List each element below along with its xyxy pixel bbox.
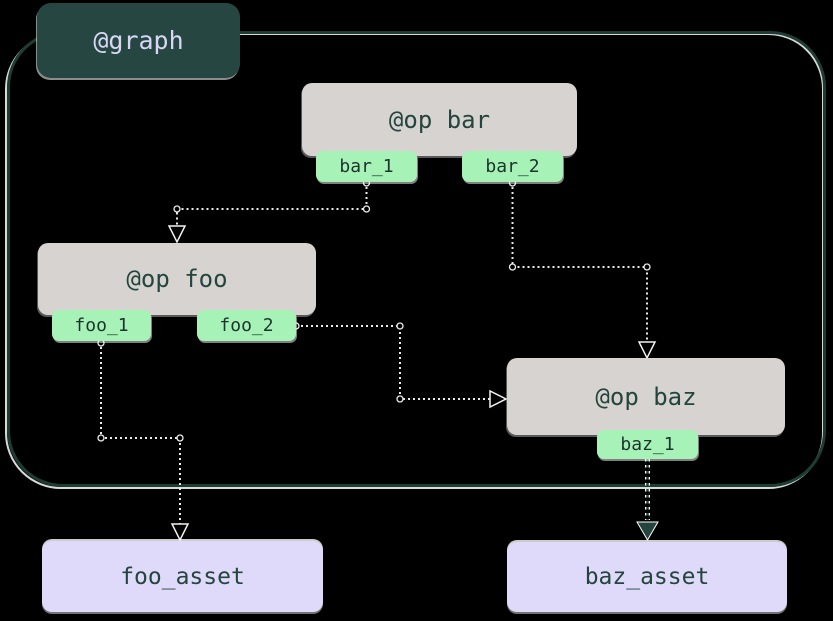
arrowhead-right-baz [489, 389, 508, 409]
arrowhead-down-baz [637, 341, 657, 360]
op-node-baz[interactable]: @op baz [507, 358, 785, 435]
output-tab-bar-1[interactable]: bar_1 [316, 151, 417, 182]
op-node-title: @op baz [595, 382, 697, 411]
edge-joint [362, 205, 371, 213]
output-tab-foo-2[interactable]: foo_2 [197, 310, 296, 341]
arrowhead-down-foo-asset [170, 523, 190, 542]
edge-joint [643, 263, 651, 271]
edge-joint [508, 263, 517, 271]
output-tab-foo-1[interactable]: foo_1 [52, 310, 151, 341]
edge-joint [173, 205, 181, 213]
edge-bar1-to-foo [176, 182, 368, 226]
arrowhead-down-baz-asset [636, 521, 659, 541]
edge-joint [396, 322, 404, 330]
op-node-bar[interactable]: @op bar [302, 83, 577, 156]
op-node-foo[interactable]: @op foo [38, 243, 316, 315]
output-tab-baz-1[interactable]: baz_1 [597, 430, 698, 459]
output-tab-bar-2[interactable]: bar_2 [462, 151, 563, 182]
edge-joint [97, 434, 105, 442]
graph-node-label[interactable]: @graph [37, 3, 240, 78]
asset-node-foo-asset[interactable]: foo_asset [42, 541, 323, 612]
arrowhead-down-foo [167, 225, 187, 244]
edge-joint [396, 395, 404, 403]
edge-foo2-to-baz [296, 325, 490, 400]
op-node-title: @op foo [126, 265, 228, 293]
edge-foo1-to-foo-asset [100, 342, 181, 524]
edge-bar2-to-baz [511, 182, 648, 342]
graph-boundary [7, 31, 826, 487]
edge-joint [176, 434, 184, 442]
asset-node-baz-asset[interactable]: baz_asset [507, 542, 787, 612]
op-node-title: @op bar [388, 105, 491, 134]
